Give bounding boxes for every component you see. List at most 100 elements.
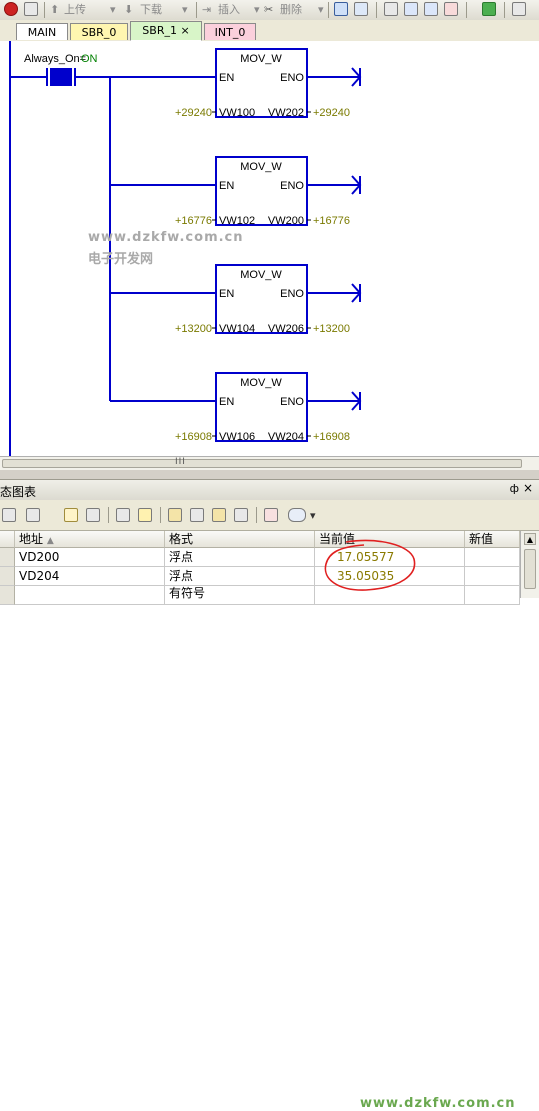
upload-dropdown-icon[interactable]: ▾ xyxy=(110,3,116,16)
input-address: VW102 xyxy=(219,215,255,227)
input-address: VW100 xyxy=(219,107,255,119)
toolbar-separator xyxy=(44,2,45,18)
column-header-current[interactable]: 当前值 xyxy=(315,531,465,548)
en-label: EN xyxy=(219,396,234,408)
scroll-thumb[interactable] xyxy=(524,549,536,589)
input-value: +16908 xyxy=(175,431,212,443)
contact-energized[interactable] xyxy=(50,68,72,86)
row-header[interactable] xyxy=(0,548,15,567)
lock-icon[interactable] xyxy=(512,2,526,16)
scroll-up-icon[interactable]: ▲ xyxy=(524,533,536,545)
display-mode-icon[interactable] xyxy=(288,508,306,522)
tab-sbr-1-label: SBR_1 xyxy=(142,24,177,37)
status-chart-title: 态图表 xyxy=(0,485,37,499)
new-value-cell[interactable] xyxy=(465,548,520,567)
mov-w-block[interactable] xyxy=(215,156,308,226)
trend-icon[interactable] xyxy=(264,508,278,522)
close-icon[interactable]: × xyxy=(522,481,533,495)
undo-icon[interactable] xyxy=(404,2,418,16)
column-header-format[interactable]: 格式 xyxy=(165,531,315,548)
tab-int-0[interactable]: INT_0 xyxy=(204,23,256,40)
block-name: MOV_W xyxy=(240,161,282,173)
input-value: +29240 xyxy=(175,107,212,119)
current-value-cell xyxy=(315,586,465,605)
column-header-new[interactable]: 新值 xyxy=(465,531,520,548)
chart-status-icon[interactable] xyxy=(354,2,368,16)
upload-button[interactable]: 上传 xyxy=(64,3,86,16)
format-cell[interactable]: 浮点 xyxy=(165,548,315,567)
output-address: VW204 xyxy=(268,431,304,443)
insert-icon[interactable]: ⇥ xyxy=(202,3,212,16)
display-mode-dropdown-icon[interactable]: ▾ xyxy=(310,509,316,522)
delete-button[interactable]: 删除 xyxy=(280,3,302,16)
output-address: VW200 xyxy=(268,215,304,227)
eno-label: ENO xyxy=(280,288,304,300)
output-value: +16776 xyxy=(313,215,350,227)
address-cell[interactable]: VD200 xyxy=(15,548,165,567)
toolbar-separator xyxy=(256,507,257,523)
block-name: MOV_W xyxy=(240,269,282,281)
force-icon[interactable] xyxy=(168,508,182,522)
watermark-url: www.dzkfw.com.cn xyxy=(360,1096,516,1111)
sort-asc-icon: ▲ xyxy=(46,536,54,546)
status-chart-vertical-scrollbar[interactable]: ▲ xyxy=(520,531,539,598)
download-dropdown-icon[interactable]: ▾ xyxy=(182,3,188,16)
read-forced-icon[interactable] xyxy=(234,508,248,522)
toolbar-separator xyxy=(328,2,329,18)
tab-main[interactable]: MAIN xyxy=(16,23,68,40)
insert-dropdown-icon[interactable]: ▾ xyxy=(254,3,260,16)
new-value-cell[interactable] xyxy=(465,567,520,586)
unforce-all-icon[interactable] xyxy=(212,508,226,522)
pause-icon[interactable] xyxy=(86,508,100,522)
program-status-icon[interactable] xyxy=(334,2,348,16)
glasses-icon[interactable] xyxy=(116,508,130,522)
upload-icon[interactable]: ⬆ xyxy=(50,3,60,16)
mov-w-block[interactable] xyxy=(215,264,308,334)
output-value: +13200 xyxy=(313,323,350,335)
delete-icon[interactable]: ✂ xyxy=(264,3,274,16)
go-icon[interactable] xyxy=(482,2,496,16)
output-value: +29240 xyxy=(313,107,350,119)
stop-icon[interactable] xyxy=(4,2,18,16)
download-icon[interactable]: ⬇ xyxy=(124,3,134,16)
scroll-thumb[interactable]: III xyxy=(2,457,522,468)
edit-icon[interactable] xyxy=(24,2,38,16)
input-value: +16776 xyxy=(175,215,212,227)
format-cell[interactable]: 浮点 xyxy=(165,567,315,586)
play-icon[interactable] xyxy=(64,508,78,522)
ladder-horizontal-scrollbar[interactable]: III xyxy=(0,456,539,471)
insert-button[interactable]: 插入 xyxy=(218,3,240,16)
pin-icon[interactable]: ф xyxy=(509,482,519,495)
tab-int-0-label: INT_0 xyxy=(214,26,246,39)
row-header[interactable] xyxy=(0,586,15,605)
column-icon[interactable] xyxy=(26,508,40,522)
row-header[interactable] xyxy=(0,567,15,586)
new-value-cell[interactable] xyxy=(465,586,520,605)
delete-dropdown-icon[interactable]: ▾ xyxy=(318,3,324,16)
column-header-address[interactable]: 地址 ▲ xyxy=(15,531,165,548)
tab-sbr-1[interactable]: SBR_1 × xyxy=(130,21,202,41)
splitter[interactable] xyxy=(0,470,539,479)
redo-icon[interactable] xyxy=(424,2,438,16)
status-chart-table: 地址 ▲ 格式 当前值 新值 VD200 浮点 17.05577 VD204 浮… xyxy=(0,531,520,1111)
tab-sbr-0[interactable]: SBR_0 xyxy=(70,23,128,40)
mov-w-block[interactable] xyxy=(215,372,308,442)
address-cell[interactable] xyxy=(15,586,165,605)
close-tab-icon[interactable]: × xyxy=(180,24,190,37)
current-value-cell: 17.05577 xyxy=(315,548,465,567)
toolbar-separator xyxy=(466,2,467,18)
download-button[interactable]: 下载 xyxy=(140,3,162,16)
rung-icon[interactable] xyxy=(384,2,398,16)
tab-sbr-0-label: SBR_0 xyxy=(81,26,117,39)
toolbar-separator xyxy=(196,2,197,18)
mov-w-block[interactable] xyxy=(215,48,308,118)
watermark-url: www.dzkfw.com.cn xyxy=(88,230,244,245)
table-icon[interactable] xyxy=(2,508,16,522)
unforce-icon[interactable] xyxy=(190,508,204,522)
format-cell[interactable]: 有符号 xyxy=(165,586,315,605)
clear-icon[interactable] xyxy=(444,2,458,16)
pencil-icon[interactable] xyxy=(138,508,152,522)
address-cell[interactable]: VD204 xyxy=(15,567,165,586)
row-header-corner xyxy=(0,531,15,548)
